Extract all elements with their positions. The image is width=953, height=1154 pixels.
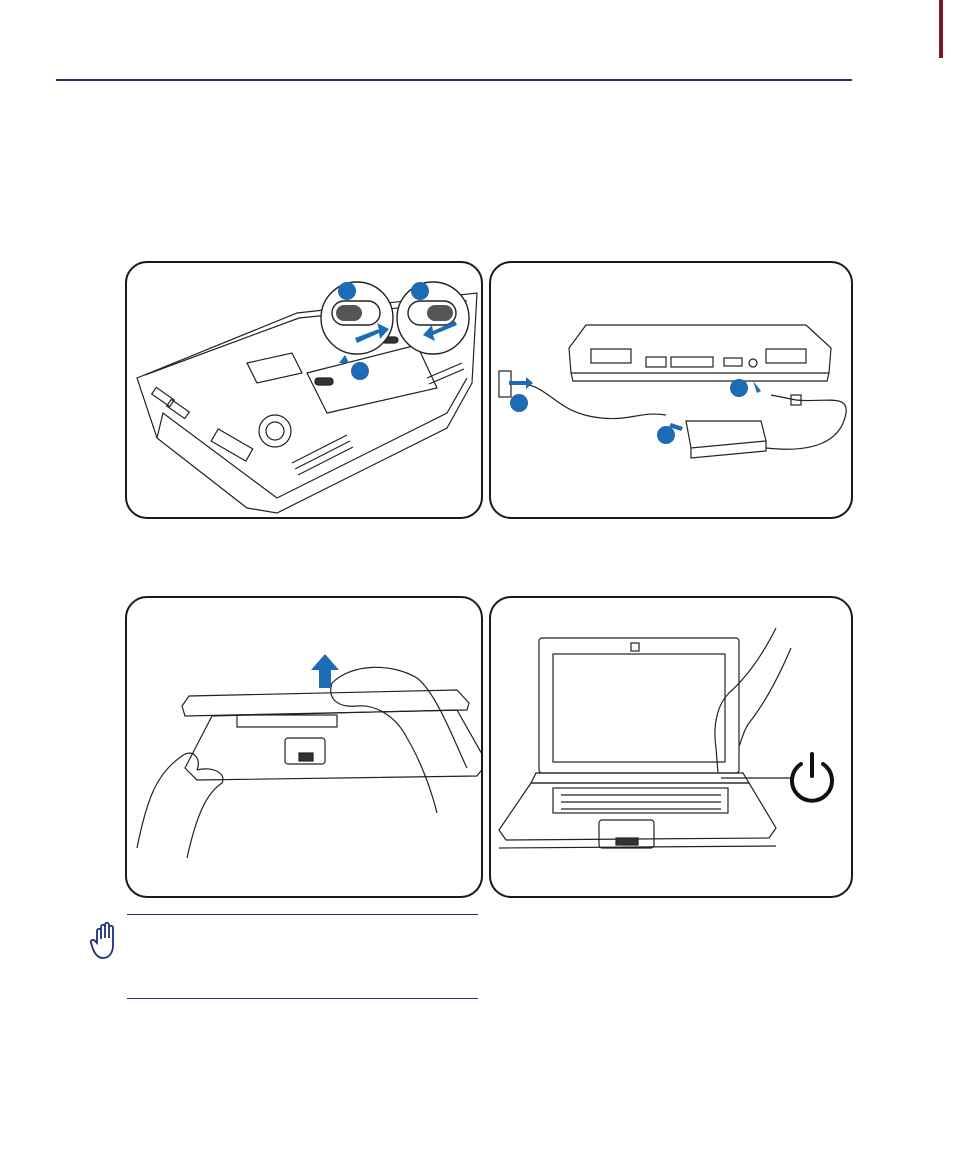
figure-open-lid <box>125 596 483 898</box>
callout-1 <box>338 282 356 300</box>
power-on-illustration <box>491 598 853 898</box>
callout-2 <box>411 282 429 300</box>
figure-power-on <box>489 596 853 898</box>
figure-power-adapter-connect <box>489 261 853 519</box>
chapter-side-tab <box>939 0 943 58</box>
power-adapter-illustration <box>491 263 853 519</box>
note-bottom-rule <box>127 998 478 999</box>
header-rule <box>56 79 852 81</box>
open-lid-illustration <box>127 598 483 898</box>
power-symbol-icon <box>792 754 832 801</box>
figure-battery-install <box>125 261 483 519</box>
callout-3 <box>351 362 369 380</box>
battery-illustration <box>127 263 483 519</box>
up-arrow-icon <box>311 654 339 688</box>
callout-a <box>510 394 528 412</box>
callout-c <box>730 379 748 397</box>
callout-b <box>657 426 675 444</box>
note-top-rule <box>127 914 478 915</box>
power-adapter-icon <box>686 421 766 448</box>
hand-caution-icon <box>89 921 123 961</box>
